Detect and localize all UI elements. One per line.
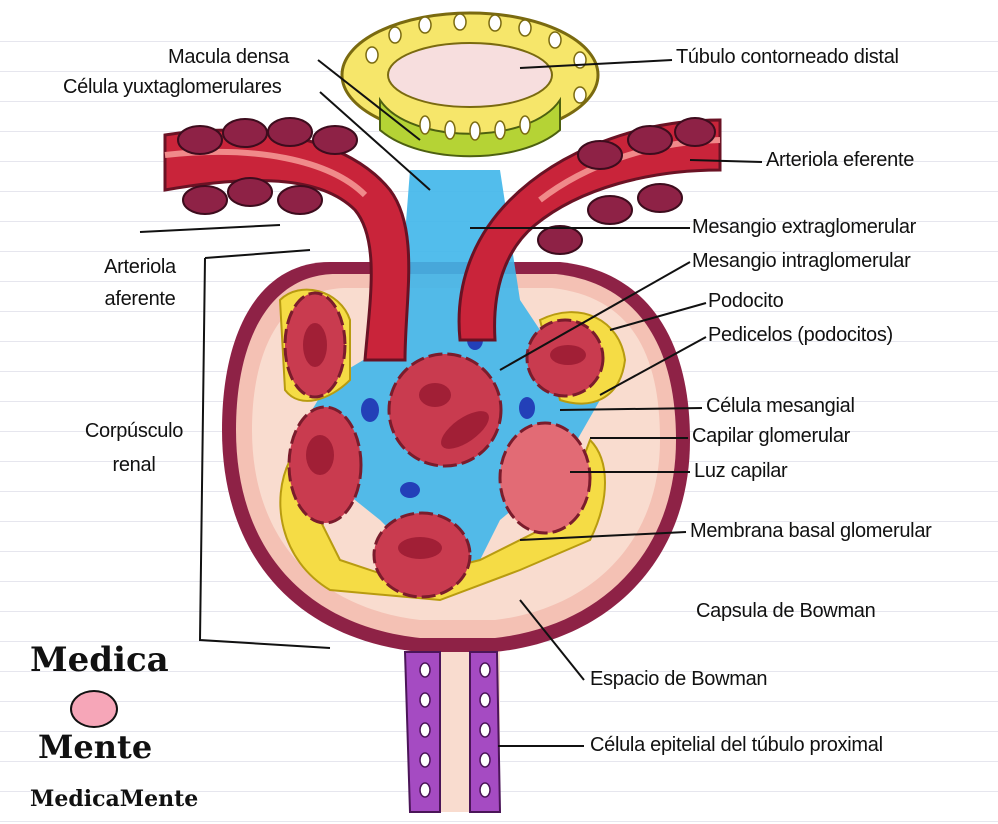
label-pedicelos: Pedicelos (podocitos) — [708, 324, 893, 347]
label-mesangio-extraglomerular: Mesangio extraglomerular — [692, 216, 916, 239]
label-macula-densa: Macula densa — [168, 46, 289, 69]
label-membrana-basal-glomerular: Membrana basal glomerular — [690, 520, 932, 543]
label-celula-mesangial: Célula mesangial — [706, 395, 855, 418]
label-espacio-de-bowman: Espacio de Bowman — [590, 668, 767, 691]
label-celula-epitelial-tubulo-proximal: Célula epitelial del túbulo proximal — [590, 734, 883, 757]
label-arteriola-aferente-line2: aferente — [88, 288, 192, 311]
label-mesangio-intraglomerular: Mesangio intraglomerular — [692, 250, 910, 273]
label-corpusculo-line1: Corpúsculo — [70, 420, 198, 443]
label-celula-yuxtaglomerulares: Célula yuxtaglomerulares — [63, 76, 281, 99]
label-capilar-glomerular: Capilar glomerular — [692, 425, 850, 448]
label-luz-capilar: Luz capilar — [694, 460, 787, 483]
label-corpusculo-line2: renal — [70, 454, 198, 477]
label-arteriola-aferente-line1: Arteriola — [88, 256, 192, 279]
label-podocito: Podocito — [708, 290, 783, 313]
brain-icon — [70, 690, 118, 728]
logo-text-mente: Mente — [38, 728, 152, 766]
label-capsula-de-bowman: Capsula de Bowman — [696, 600, 875, 623]
logo-text-medicamente: MedicaMente — [30, 786, 198, 812]
label-arteriola-eferente: Arteriola eferente — [766, 149, 914, 172]
logo-text-medica: Medica — [30, 640, 169, 680]
label-tubulo-contorneado-distal: Túbulo contorneado distal — [676, 46, 899, 69]
